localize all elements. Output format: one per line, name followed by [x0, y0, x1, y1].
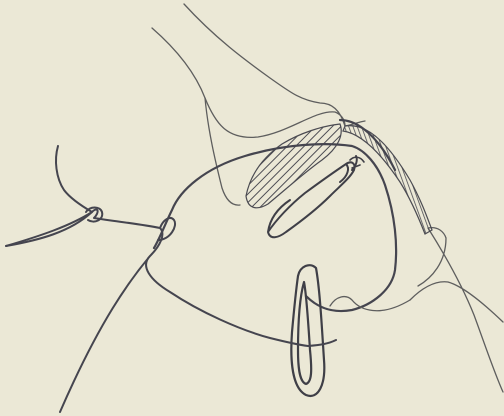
- upper-wound-edge: [152, 4, 365, 137]
- hatched-band: [343, 126, 432, 234]
- suture-loop: [291, 265, 324, 396]
- suture-thread: [6, 210, 336, 412]
- thread-free-end: [6, 146, 92, 246]
- lower-wound-edge: [410, 228, 503, 392]
- wound-fold-left: [205, 98, 240, 205]
